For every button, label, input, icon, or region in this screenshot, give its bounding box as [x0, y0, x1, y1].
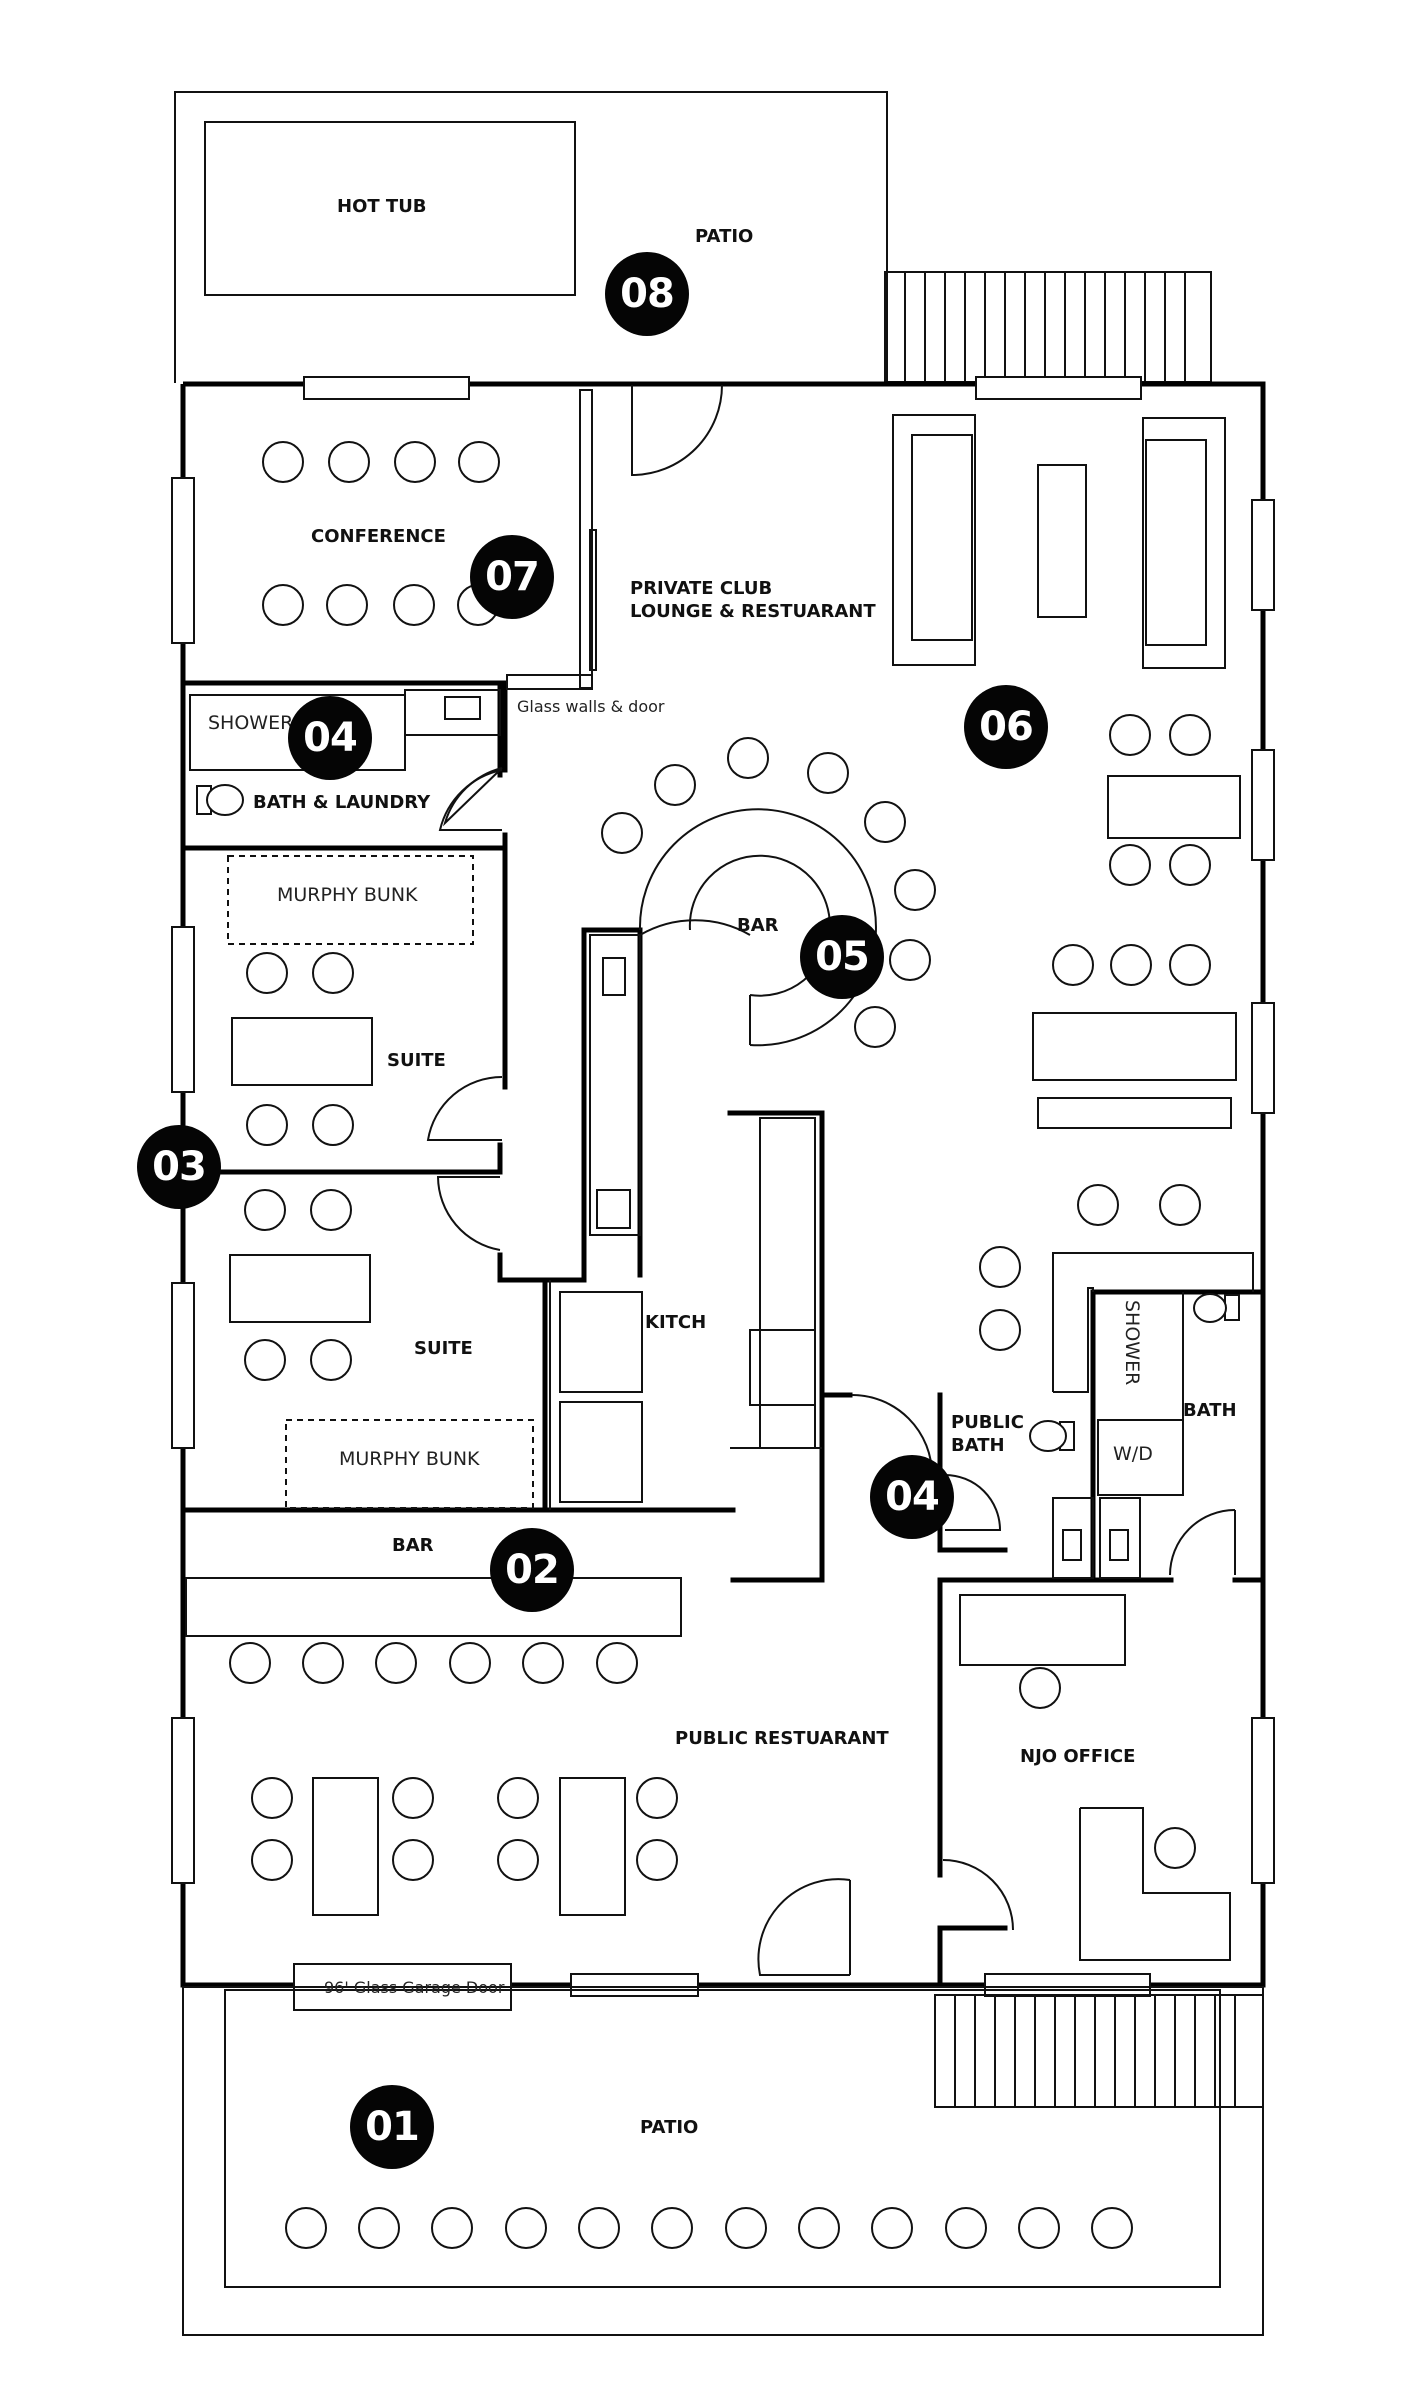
public-restaurant-label: PUBLIC RESTUARANT [675, 1728, 889, 1749]
door-swing [944, 1474, 1002, 1531]
sink [1062, 1529, 1082, 1561]
window [171, 926, 195, 1093]
office-l-desk [1079, 1807, 1231, 1961]
sofa [892, 414, 976, 666]
bar-center-label: BAR [737, 915, 779, 936]
murphy-bunk-bottom-label: MURPHY BUNK [339, 1448, 480, 1470]
window [1251, 749, 1275, 861]
door-swing [426, 1076, 503, 1141]
window [1251, 1002, 1275, 1114]
murphy-bunk-bottom [285, 1419, 534, 1509]
window [171, 1717, 195, 1884]
exterior-wall [180, 381, 1266, 1988]
suite-table-bottom [229, 1254, 371, 1323]
kitchen-unit [559, 1291, 643, 1393]
badge-03: 03 [137, 1125, 221, 1209]
kitchen-sink [596, 1189, 631, 1229]
patio-top-label: PATIO [695, 226, 754, 247]
lounge-table [1032, 1012, 1237, 1081]
bottom-patio-inner [224, 1989, 1221, 2288]
suite-bottom-label: SUITE [414, 1338, 473, 1359]
door-swing [1169, 1509, 1236, 1576]
badge-04b: 04 [870, 1455, 954, 1539]
njo-office-label: NJO OFFICE [1020, 1746, 1136, 1767]
office-desk [959, 1594, 1126, 1666]
window [171, 1282, 195, 1449]
sink [444, 696, 481, 720]
lounge-bench [1037, 1097, 1232, 1129]
toilet-icons [196, 784, 1240, 1452]
hot-tub [204, 121, 576, 296]
kitchen-appliance [749, 1329, 816, 1406]
l-couch [1052, 1252, 1254, 1392]
badge-06: 06 [964, 685, 1048, 769]
kitchen-unit [559, 1401, 643, 1503]
badge-05: 05 [800, 915, 884, 999]
sofa [1142, 417, 1226, 669]
shower-vertical-label: SHOWER [1121, 1300, 1143, 1386]
badge-02: 02 [490, 1528, 574, 1612]
badge-04a: 04 [288, 696, 372, 780]
door-swing [436, 1176, 501, 1251]
wd-right-label: W/D [1113, 1443, 1153, 1465]
kitchen-sink [602, 957, 626, 996]
door-swing [442, 767, 503, 827]
private-club-label: PRIVATE CLUB LOUNGE & RESTUARANT [630, 578, 876, 622]
suite-table-top [231, 1017, 373, 1086]
circular-bar [638, 808, 877, 1047]
badge-01: 01 [350, 2085, 434, 2169]
top-stairs [884, 271, 1212, 383]
hot-tub-label: HOT TUB [337, 196, 427, 217]
lounge-table [1107, 775, 1241, 839]
public-bath-label: PUBLIC BATH [951, 1412, 1024, 1456]
glass-walls-label: Glass walls & door [517, 697, 665, 716]
circular-bar-inner [688, 854, 831, 997]
badge-08: 08 [605, 252, 689, 336]
window [984, 1973, 1151, 1997]
sink [1109, 1529, 1129, 1561]
restaurant-table [559, 1777, 626, 1916]
bath-right-label: BATH [1183, 1400, 1237, 1421]
patio-bottom-label: PATIO [640, 2117, 699, 2138]
top-patio-outline [174, 91, 888, 383]
coffee-table [1037, 464, 1087, 618]
suite-top-label: SUITE [387, 1050, 446, 1071]
sofa-cushion [911, 434, 973, 641]
bottom-patio-outline [182, 1986, 1264, 2336]
bath-laundry-label: BATH & LAUNDRY [253, 792, 431, 813]
window [570, 1973, 699, 1997]
conference-label: CONFERENCE [311, 526, 446, 547]
door-swing [639, 919, 751, 936]
restaurant-table [312, 1777, 379, 1916]
kitch-label: KITCH [645, 1312, 707, 1333]
murphy-bunk-top [227, 855, 474, 945]
door-swing [942, 1859, 1014, 1931]
window [303, 376, 470, 400]
sofa-cushion [1145, 439, 1207, 646]
door-swing [438, 769, 503, 831]
door-swing [631, 384, 723, 477]
window [171, 477, 195, 644]
window [975, 376, 1142, 400]
kitchen-island [759, 1117, 816, 1449]
window [1251, 499, 1275, 611]
glass-wall [589, 529, 597, 671]
murphy-bunk-top-label: MURPHY BUNK [277, 884, 418, 906]
garage-door-label: 96' Glass Garage Door [324, 1978, 505, 1997]
door-swing [757, 1878, 851, 1976]
chairs [229, 441, 1211, 2249]
bar-counter [185, 1577, 682, 1637]
vanity [1052, 1497, 1094, 1579]
window [1251, 1717, 1275, 1884]
kitchen-counter [589, 934, 641, 1236]
sink-counter [404, 689, 501, 736]
vanity [1099, 1497, 1141, 1579]
glass-door [506, 674, 593, 690]
bar-bottom-label: BAR [392, 1535, 434, 1556]
badge-07: 07 [470, 535, 554, 619]
bottom-stairs [934, 1994, 1264, 2108]
